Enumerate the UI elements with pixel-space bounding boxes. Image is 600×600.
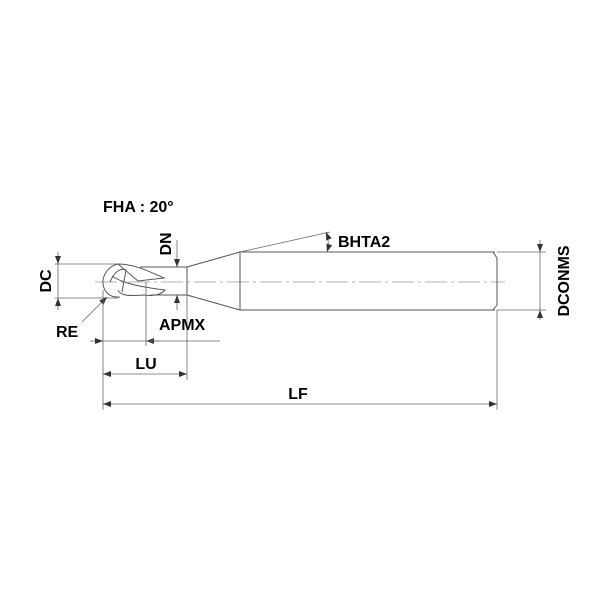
bhta2-dimension: BHTA2 (239, 231, 390, 253)
fha-label: FHA : 20° (103, 199, 174, 216)
ball-head (102, 263, 121, 298)
lu-label: LU (135, 356, 156, 373)
taper-neck (186, 251, 241, 311)
lu-dimension: LU (103, 356, 187, 377)
dconms-label: DCONMS (556, 245, 573, 316)
shank-chamfer (492, 251, 498, 311)
bhta2-label: BHTA2 (338, 234, 390, 251)
lf-dimension: LF (103, 386, 497, 407)
shank (239, 251, 495, 311)
dn-dimension: DN (158, 232, 180, 310)
dconms-dimension: DCONMS (497, 240, 573, 320)
apmx-label: APMX (159, 317, 206, 334)
dc-label: DC (38, 269, 55, 293)
flute-bottom (111, 275, 166, 296)
flute-top (116, 263, 166, 282)
apmx-dimension: APMX (90, 317, 220, 344)
cutting-edge (109, 268, 127, 293)
tool-body (102, 251, 498, 311)
lf-label: LF (288, 386, 308, 403)
dn-label: DN (158, 232, 175, 255)
re-dimension: RE (56, 296, 108, 341)
dc-dimension: DC (38, 252, 120, 310)
re-label: RE (56, 324, 79, 341)
